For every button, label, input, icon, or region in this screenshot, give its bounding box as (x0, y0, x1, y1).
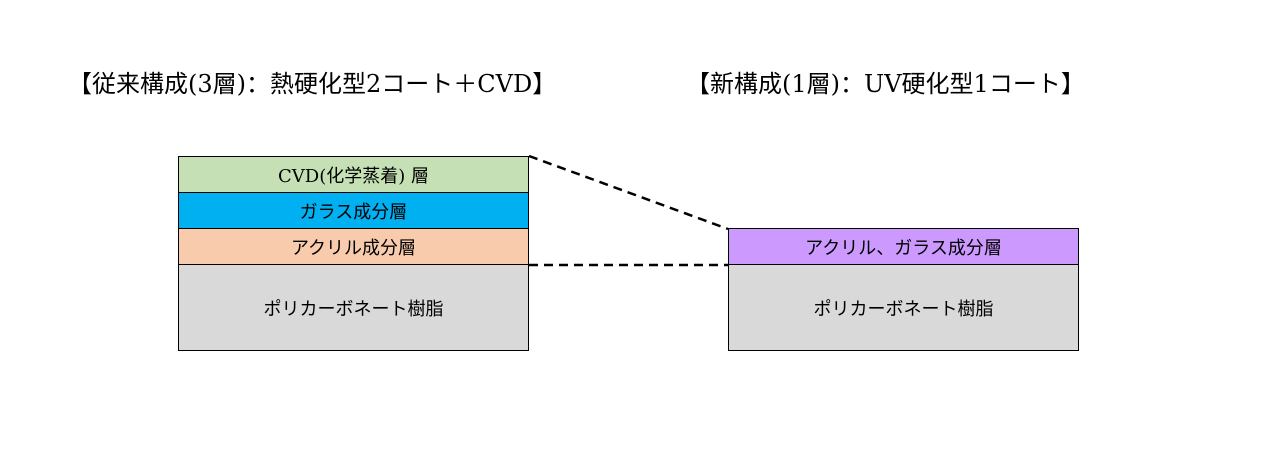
top-dashed-connector (528, 154, 729, 231)
new-structure-heading: 【新構成(1層)：UV硬化型1コート】 (686, 70, 1085, 98)
acrylic-component-layer: アクリル成分層 (178, 228, 529, 265)
conventional-layer-stack: CVD(化学蒸着) 層 ガラス成分層 アクリル成分層 ポリカーボネート樹脂 (178, 156, 529, 351)
acrylic-glass-component-layer: アクリル、ガラス成分層 (728, 228, 1079, 265)
polycarbonate-resin-layer: ポリカーボネート樹脂 (178, 264, 529, 351)
new-polycarbonate-resin-layer-label: ポリカーボネート樹脂 (813, 298, 994, 320)
conventional-structure-heading: 【従来構成(3層)：熱硬化型2コート＋CVD】 (68, 70, 557, 98)
glass-component-layer-label: ガラス成分層 (299, 201, 408, 223)
glass-component-layer: ガラス成分層 (178, 192, 529, 229)
polycarbonate-resin-layer-label: ポリカーボネート樹脂 (263, 298, 444, 320)
new-layer-stack: アクリル、ガラス成分層 ポリカーボネート樹脂 (728, 228, 1079, 351)
acrylic-glass-component-layer-label: アクリル、ガラス成分層 (805, 237, 1002, 259)
acrylic-component-layer-label: アクリル成分層 (290, 237, 417, 259)
cvd-layer-label: CVD(化学蒸着) 層 (278, 165, 429, 187)
new-polycarbonate-resin-layer: ポリカーボネート樹脂 (728, 264, 1079, 351)
cvd-layer: CVD(化学蒸着) 層 (178, 156, 529, 193)
